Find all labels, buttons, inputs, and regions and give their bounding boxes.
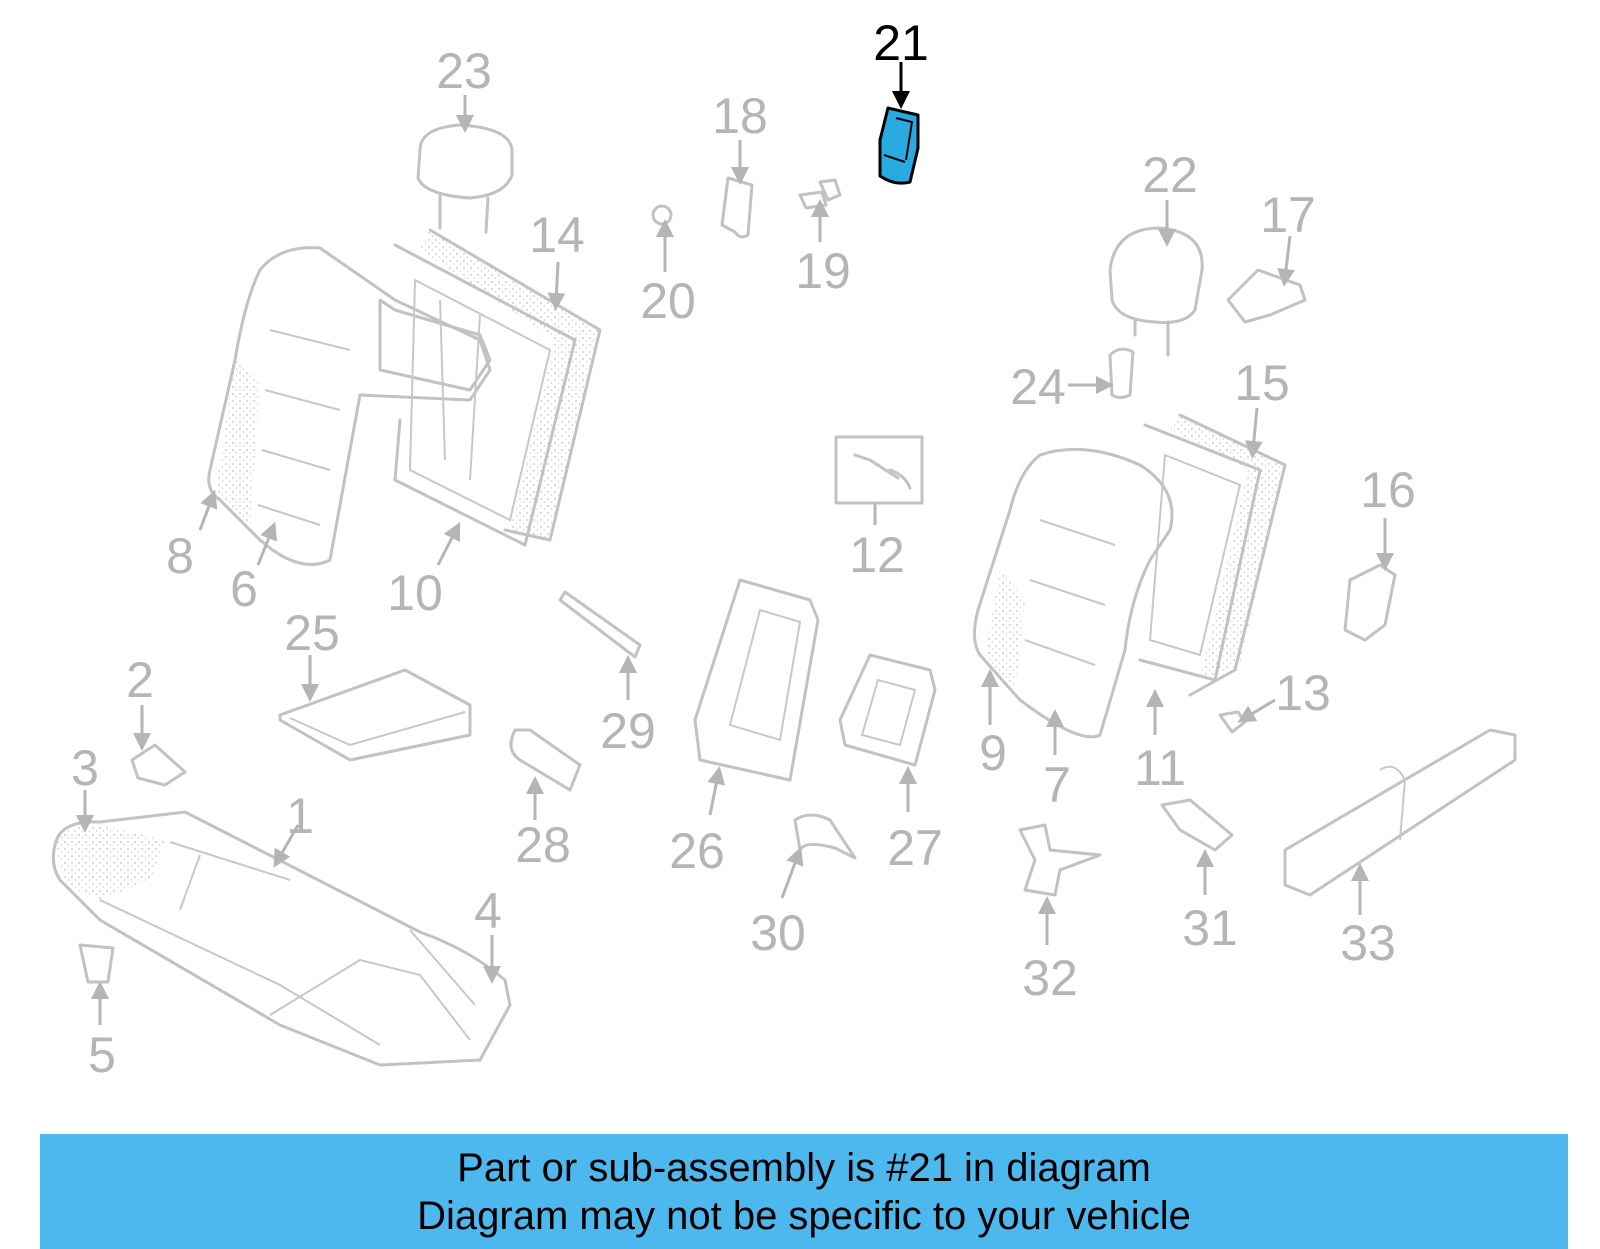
- part-28-cover: [509, 728, 582, 792]
- callout-2: 2: [126, 652, 154, 708]
- part-5-clip: [78, 943, 115, 984]
- part-30-bracket: [793, 813, 857, 860]
- callout-25: 25: [284, 605, 340, 661]
- callout-14: 14: [529, 207, 585, 263]
- callout-13: 13: [1275, 665, 1331, 721]
- callout-numbers: 1 2 3 4 5 6 7 8 9 10 11 12 13 14 15 16 1…: [71, 15, 1416, 1083]
- callout-30: 30: [750, 905, 806, 961]
- callout-9: 9: [979, 725, 1007, 781]
- part-1-seat-cushion: [51, 810, 512, 1067]
- callout-20: 20: [640, 273, 696, 329]
- part-19-bolt: [798, 178, 842, 210]
- part-6-left-seatback: [207, 246, 492, 566]
- callout-17: 17: [1260, 187, 1316, 243]
- part-25-pad: [278, 668, 472, 762]
- part-29-strip: [558, 590, 642, 659]
- callout-28: 28: [515, 817, 571, 873]
- callout-16: 16: [1360, 462, 1416, 518]
- part-20-washer: [651, 204, 673, 226]
- part-10-left-frame: [393, 228, 602, 547]
- footer-banner: Part or sub-assembly is #21 in diagram D…: [40, 1134, 1568, 1249]
- callout-33: 33: [1340, 915, 1396, 971]
- callout-18: 18: [712, 88, 768, 144]
- callout-11: 11: [1134, 740, 1186, 796]
- part-33-armrest: [1283, 728, 1517, 897]
- part-13-clip: [1218, 710, 1247, 734]
- callout-6: 6: [230, 561, 258, 617]
- part-2-clip: [130, 743, 187, 787]
- callout-29: 29: [600, 703, 656, 759]
- callout-26: 26: [669, 823, 725, 879]
- callout-23: 23: [436, 43, 492, 99]
- part-32-bracket: [1018, 823, 1102, 897]
- part-26-armrest-frame: [693, 578, 820, 782]
- part-27-frame: [838, 653, 937, 767]
- callout-22: 22: [1142, 147, 1198, 203]
- part-24-guide: [1108, 347, 1135, 399]
- callout-21-highlighted: 21: [873, 15, 929, 71]
- callout-5: 5: [88, 1027, 116, 1083]
- part-7-right-seatback: [973, 447, 1174, 739]
- callout-27: 27: [887, 820, 943, 876]
- callout-4: 4: [474, 883, 502, 939]
- callout-3: 3: [71, 740, 99, 796]
- callout-12: 12: [849, 527, 905, 583]
- part-23-headrest: [416, 123, 514, 234]
- part-16-trim: [1343, 563, 1397, 642]
- part-21-highlighted[interactable]: [878, 106, 920, 185]
- callout-1: 1: [286, 788, 314, 844]
- callout-32: 32: [1022, 950, 1078, 1006]
- callout-15: 15: [1234, 355, 1290, 411]
- part-22-headrest: [1108, 226, 1204, 357]
- callout-24: 24: [1010, 359, 1066, 415]
- part-17-bracket: [1226, 268, 1307, 324]
- part-15-right-frame: [1138, 413, 1287, 697]
- callout-10: 10: [387, 565, 443, 621]
- callout-19: 19: [795, 243, 851, 299]
- part-12-kit: [834, 435, 924, 505]
- footer-line-1: Part or sub-assembly is #21 in diagram: [457, 1145, 1151, 1190]
- callout-31: 31: [1182, 900, 1238, 956]
- footer-line-2: Diagram may not be specific to your vehi…: [417, 1193, 1191, 1238]
- leader-lines: [76, 62, 1394, 1025]
- callout-8: 8: [166, 528, 194, 584]
- part-31-trim: [1160, 798, 1234, 852]
- callout-7: 7: [1043, 757, 1071, 813]
- part-18-bracket: [720, 176, 754, 239]
